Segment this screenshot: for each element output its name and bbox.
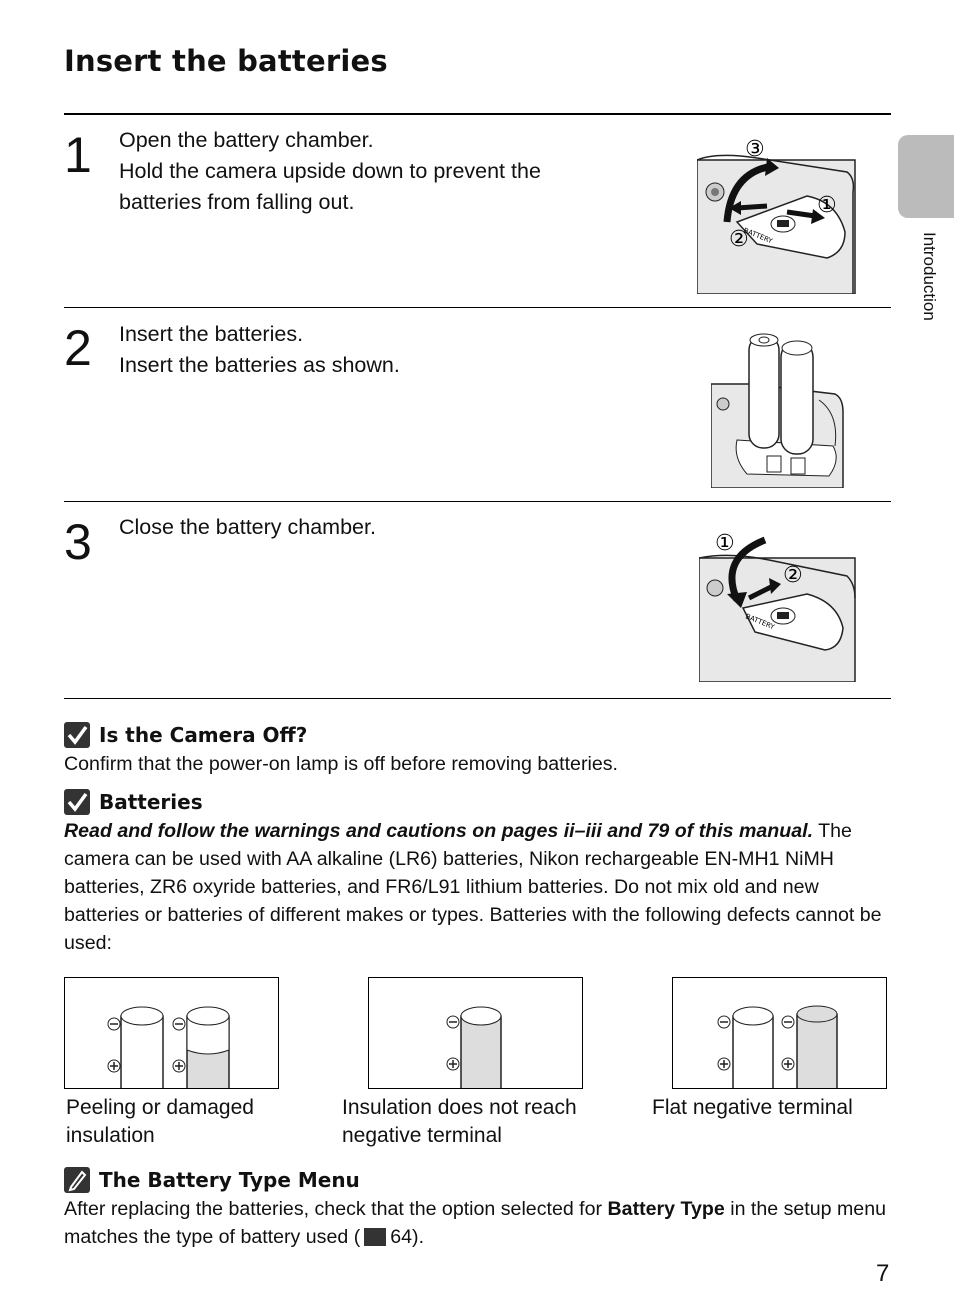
divider xyxy=(64,113,891,115)
step-number: 3 xyxy=(64,514,92,570)
section-tab xyxy=(898,135,954,218)
menu-term: Battery Type xyxy=(607,1198,725,1220)
step-text: Insert the batteries. Insert the batteri… xyxy=(119,319,639,381)
step-body: Hold the camera upside down to prevent t… xyxy=(119,159,541,214)
note-heading: The Battery Type Menu xyxy=(64,1167,360,1193)
open-chamber-illustration: BATTERY ③ ① ② xyxy=(697,137,856,294)
step-body: Insert the batteries as shown. xyxy=(119,353,400,377)
step-number: 2 xyxy=(64,320,92,376)
defect-image-insulation xyxy=(368,977,583,1091)
checkmark-icon xyxy=(64,722,90,748)
step-text: Close the battery chamber. xyxy=(119,512,639,543)
page-ref-icon xyxy=(364,1228,387,1246)
step-number: 1 xyxy=(64,127,92,183)
divider xyxy=(64,307,891,308)
checkmark-icon xyxy=(64,789,90,815)
section-side-label: Introduction xyxy=(920,232,939,321)
pencil-icon xyxy=(64,1167,90,1193)
page-title: Insert the batteries xyxy=(64,44,388,78)
callout-number: ② xyxy=(729,227,749,252)
page-reference: 64 xyxy=(390,1226,413,1248)
callout-number: ③ xyxy=(745,137,765,162)
warning-lead: Read and follow the warnings and caution… xyxy=(64,820,814,842)
defect-image-flat-terminal xyxy=(672,977,887,1091)
defect-caption: Flat negative terminal xyxy=(652,1096,853,1119)
divider xyxy=(64,698,891,699)
divider xyxy=(64,501,891,502)
defect-caption: Insulation does not reach negative termi… xyxy=(342,1096,577,1147)
step-heading: Insert the batteries. xyxy=(119,322,304,346)
defect-image-peeling xyxy=(64,977,279,1091)
defect-caption: Peeling or damaged insulation xyxy=(66,1096,254,1147)
battery-type-note-body: After replacing the batteries, check tha… xyxy=(64,1198,886,1248)
batteries-note-body: Read and follow the warnings and caution… xyxy=(64,817,892,957)
step-text: Open the battery chamber. Hold the camer… xyxy=(119,125,639,218)
note-body: Confirm that the power-on lamp is off be… xyxy=(64,753,618,775)
note-heading: Batteries xyxy=(64,789,203,815)
insert-batteries-illustration xyxy=(711,333,844,488)
note-heading: Is the Camera Off? xyxy=(64,722,307,748)
callout-number: ① xyxy=(715,531,735,556)
step-heading: Close the battery chamber. xyxy=(119,515,376,539)
batteries-description: The camera can be used with AA alkaline … xyxy=(64,820,882,954)
callout-number: ① xyxy=(817,193,837,218)
close-chamber-illustration: BATTERY ① ② xyxy=(699,531,856,682)
step-heading: Open the battery chamber. xyxy=(119,128,374,152)
callout-number: ② xyxy=(783,563,803,588)
page-number: 7 xyxy=(876,1260,890,1287)
